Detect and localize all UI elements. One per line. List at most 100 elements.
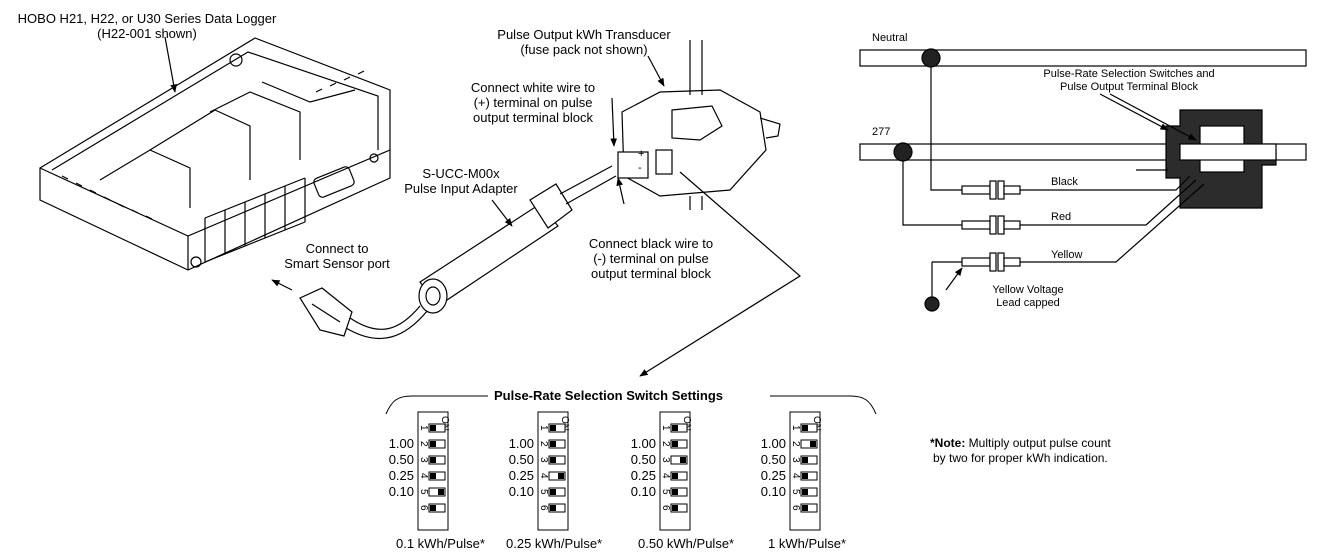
switch-block: ON123456: [659, 411, 692, 531]
switch-slot: [800, 487, 818, 497]
switches-line2: Pulse Output Terminal Block: [1060, 81, 1198, 93]
black-line3: output terminal block: [591, 266, 711, 281]
switch-slot: [548, 503, 566, 513]
white-line2: (+) terminal on pulse: [473, 95, 593, 110]
switch-number: 5: [418, 489, 429, 495]
switch-slot: [670, 439, 688, 449]
switch-slot: [548, 423, 566, 433]
switch-slot: [548, 471, 566, 481]
switch-knob-on: [558, 473, 564, 479]
switch-knob-off: [672, 425, 678, 431]
rate-value: 0.25: [508, 468, 534, 483]
transducer-label: Pulse Output kWh Transducer (fuse pack n…: [464, 27, 704, 57]
switch-knob-off: [430, 457, 436, 463]
switch-number: 4: [660, 473, 671, 479]
switch-knob-off: [802, 457, 808, 463]
adapter-line1: S-UCC-M00x: [422, 166, 500, 181]
switch-knob-on: [680, 457, 686, 463]
rate-value: 0.10: [508, 484, 534, 499]
switch-block: ON123456: [537, 411, 570, 531]
switch-knob-off: [430, 505, 436, 511]
port-line1: Connect to: [305, 241, 369, 256]
adapter-line2: Pulse Input Adapter: [404, 181, 518, 196]
sensor-connector: [299, 287, 429, 340]
rate-value: 0.50: [388, 452, 414, 467]
switch-slot: [428, 487, 446, 497]
switch-number: 2: [790, 441, 801, 447]
note-text2: by two for proper kWh indication.: [933, 451, 1108, 465]
switch-knob-on: [438, 489, 444, 495]
switch-number: 2: [660, 441, 671, 447]
switches-line1: Pulse-Rate Selection Switches and: [1043, 68, 1215, 80]
switch-slot: [428, 455, 446, 465]
switch-knob-off: [550, 489, 556, 495]
switch-knob-off: [550, 441, 556, 447]
white-line1: Connect white wire to: [470, 80, 596, 95]
switch-knob-off: [802, 505, 808, 511]
switch-caption: 0.1 kWh/Pulse*: [396, 536, 485, 551]
rate-value: 0.25: [388, 468, 414, 483]
switch-number: 4: [538, 473, 549, 479]
rate-value: 0.10: [760, 484, 786, 499]
terminal-plus: +: [638, 148, 645, 160]
rate-value: 1.00: [508, 436, 534, 451]
transducer-line2: (fuse pack not shown): [520, 42, 648, 57]
switch-block: ON123456: [417, 411, 450, 531]
switch-knob-off: [430, 473, 436, 479]
switch-number: 4: [790, 473, 801, 479]
switch-number: 3: [790, 457, 801, 463]
black-wire-label: Connect black wire to (-) terminal on pu…: [558, 236, 744, 281]
wiring-schematic: [859, 48, 1307, 312]
switch-number: 1: [660, 425, 671, 431]
switch-number: 6: [660, 505, 671, 511]
switch-slot: [428, 439, 446, 449]
switch-slot: [548, 455, 566, 465]
switch-number: 1: [538, 425, 549, 431]
switch-caption: 0.25 kWh/Pulse*: [506, 536, 603, 551]
switch-slot: [800, 455, 818, 465]
port-label: Connect to Smart Sensor port: [262, 241, 412, 271]
switch-knob-off: [672, 505, 678, 511]
logger-title: HOBO H21, H22, or U30 Series Data Logger…: [2, 11, 292, 41]
switch-number: 2: [538, 441, 549, 447]
switch-number: 6: [538, 505, 549, 511]
switch-slot: [670, 423, 688, 433]
switch-knob-off: [802, 425, 808, 431]
data-logger-illustration: [39, 37, 391, 271]
logger-line1: HOBO H21, H22, or U30 Series Data Logger: [17, 11, 277, 26]
rate-value: 0.10: [630, 484, 656, 499]
switch-slot: [548, 439, 566, 449]
switch-knob-off: [802, 489, 808, 495]
switch-slot: [800, 503, 818, 513]
black-line2: (-) terminal on pulse: [593, 251, 709, 266]
note: *Note: Multiply output pulse count by tw…: [930, 436, 1111, 466]
switch-number: 1: [418, 425, 429, 431]
switch-knob-off: [672, 473, 678, 479]
rate-value: 0.10: [388, 484, 414, 499]
inline-connector: [961, 215, 1021, 235]
white-wire-label: Connect white wire to (+) terminal on pu…: [438, 80, 628, 125]
switch-knob-off: [672, 489, 678, 495]
switches-label: Pulse-Rate Selection Switches and Pulse …: [994, 68, 1264, 94]
switch-knob-off: [550, 457, 556, 463]
switch-caption: 1 kWh/Pulse*: [768, 536, 847, 551]
rate-value: 0.25: [630, 468, 656, 483]
inline-connector: [961, 252, 1021, 272]
switch-slot: [548, 487, 566, 497]
switch-settings-group: ON123456ON123456ON123456ON123456: [417, 411, 822, 531]
switch-number: 5: [538, 489, 549, 495]
switch-slot: [670, 455, 688, 465]
switch-number: 5: [790, 489, 801, 495]
switch-knob-on: [810, 441, 816, 447]
adapter-label: S-UCC-M00x Pulse Input Adapter: [376, 166, 546, 196]
switch-number: 6: [790, 505, 801, 511]
rate-value: 0.25: [760, 468, 786, 483]
yellow-capped-line1: Yellow Voltage: [992, 284, 1064, 296]
rate-value: 0.50: [630, 452, 656, 467]
yellow-capped-line2: Lead capped: [996, 297, 1060, 309]
note-text1: Multiply output pulse count: [965, 436, 1111, 450]
switch-number: 6: [418, 505, 429, 511]
transducer-line1: Pulse Output kWh Transducer: [497, 27, 671, 42]
switch-number: 3: [418, 457, 429, 463]
